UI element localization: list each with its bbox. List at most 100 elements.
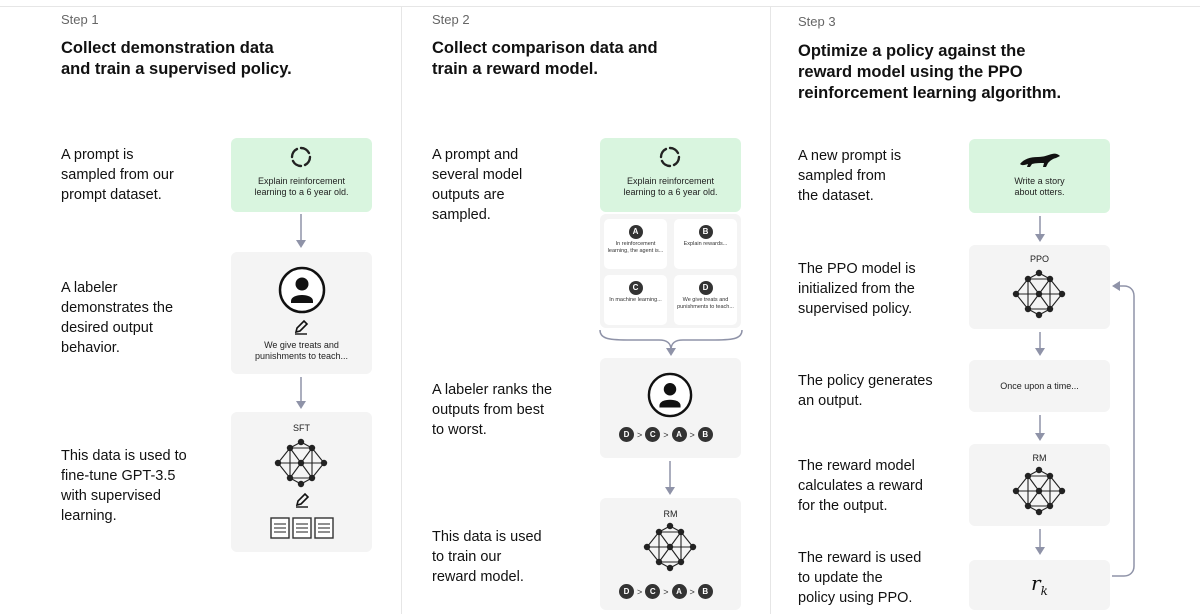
desc-line: learning. — [61, 508, 117, 524]
step1-title-line: and train a supervised policy. — [61, 60, 292, 78]
ranking-row: D> C> A> B — [619, 427, 713, 442]
rank-badge: A — [671, 584, 687, 599]
step3-title-line: reward model using the PPO — [798, 63, 1023, 81]
output-line: We give treats and — [264, 340, 339, 350]
step2-desc-train: This data is used to train our reward mo… — [432, 527, 542, 587]
feedback-loop-arrow — [1112, 281, 1135, 577]
refresh-dotted-icon — [290, 146, 312, 168]
desc-line: to update the — [798, 570, 883, 586]
step2-label: Step 2 — [432, 12, 470, 27]
prompt-line: about otters. — [1014, 187, 1065, 197]
desc-line: A prompt is — [61, 147, 134, 163]
step3-output-text: Once upon a time... — [1000, 381, 1079, 391]
step1-desc-prompt: A prompt is sampled from our prompt data… — [61, 145, 174, 205]
rank-badge: D — [619, 427, 634, 442]
desc-line: for the output. — [798, 498, 888, 514]
step2-rm-box: RM D> C> A> B — [600, 498, 741, 610]
desc-line: initialized from the — [798, 281, 915, 297]
rank-badge: C — [645, 584, 661, 599]
step1-title: Collect demonstration data and train a s… — [61, 38, 292, 80]
desc-line: The policy generates — [798, 373, 933, 389]
down-arrow — [296, 214, 306, 248]
step1-prompt-text: Explain reinforcement learning to a 6 ye… — [231, 176, 372, 198]
step2-title-line: train a reward model. — [432, 60, 598, 78]
step2-desc-rank: A labeler ranks the outputs from best to… — [432, 380, 552, 440]
step3-desc-reward: The reward model calculates a reward for… — [798, 456, 923, 516]
prompt-line: learning to a 6 year old. — [623, 187, 718, 197]
step1-title-line: Collect demonstration data — [61, 39, 274, 57]
desc-line: outputs are — [432, 187, 505, 203]
step2-prompt-text: Explain reinforcement learning to a 6 ye… — [600, 176, 741, 198]
step3-title-line: Optimize a policy against the — [798, 42, 1026, 60]
output-card: D We give treats and punishments to teac… — [674, 275, 737, 325]
desc-line: supervised policy. — [798, 301, 913, 317]
step2-title-line: Collect comparison data and — [432, 39, 658, 57]
step1-sft-box: SFT — [231, 412, 372, 552]
step3-desc-ppo: The PPO model is initialized from the su… — [798, 259, 916, 319]
desc-line: A prompt and — [432, 147, 519, 163]
output-card: A In reinforcement learning, the agent i… — [604, 219, 667, 269]
step3-reward-box: rk — [969, 560, 1110, 610]
desc-line: A labeler ranks the — [432, 382, 553, 398]
desc-line: A new prompt is — [798, 148, 902, 164]
step1-output-text: We give treats and punishments to teach.… — [231, 340, 372, 362]
neural-network-icon — [1012, 269, 1066, 319]
down-arrow — [1035, 332, 1045, 356]
output-card-text: We give treats and punishments to teach.… — [677, 297, 734, 310]
desc-line: the dataset. — [798, 188, 874, 204]
output-card: C In machine learning... — [604, 275, 667, 325]
step1-desc-finetune: This data is used to fine-tune GPT-3.5 w… — [61, 446, 187, 526]
output-line: punishments to teach... — [254, 351, 349, 361]
desc-line: several model — [432, 167, 523, 183]
desc-line: outputs from best — [432, 402, 545, 418]
step2-outputs-box: A In reinforcement learning, the agent i… — [600, 214, 741, 328]
neural-network-icon — [1012, 466, 1066, 516]
reward-symbol-subscript: k — [1040, 584, 1048, 598]
desc-line: sampled from — [798, 168, 886, 184]
output-card-text: In machine learning... — [609, 297, 662, 303]
column-divider-1 — [401, 6, 402, 614]
output-card-letter: C — [628, 281, 643, 295]
output-card-text: In reinforcement learning, the agent is.… — [607, 241, 664, 254]
down-arrow — [665, 461, 675, 495]
sft-label: SFT — [293, 423, 310, 433]
step3-title: Optimize a policy against the reward mod… — [798, 41, 1061, 104]
down-arrow — [1035, 216, 1045, 242]
greater-than-icon: > — [637, 586, 643, 597]
step3-prompt-text: Write a story about otters. — [969, 176, 1110, 198]
ranking-row: D> C> A> B — [619, 584, 713, 599]
desc-line: The reward is used — [798, 550, 922, 566]
rank-badge: B — [697, 584, 713, 599]
desc-line: behavior. — [61, 340, 120, 356]
desc-line: This data is used to — [61, 448, 187, 464]
step1-label: Step 1 — [61, 12, 99, 27]
step1-prompt-box: Explain reinforcement learning to a 6 ye… — [231, 138, 372, 212]
desc-line: sampled. — [432, 207, 491, 223]
column-divider-2 — [770, 6, 771, 614]
desc-line: A labeler — [61, 280, 118, 296]
output-card: B Explain rewards... — [674, 219, 737, 269]
ppo-label: PPO — [1029, 254, 1049, 264]
pencil-icon — [294, 319, 309, 335]
down-arrow — [296, 377, 306, 409]
step2-desc-prompt: A prompt and several model outputs are s… — [432, 145, 522, 225]
rank-badge: B — [697, 427, 713, 442]
prompt-line: Write a story — [1014, 176, 1065, 186]
pencil-icon — [295, 492, 310, 508]
greater-than-icon: > — [637, 429, 643, 440]
reward-symbol-letter: r — [1031, 571, 1041, 595]
top-rule — [0, 0, 1200, 7]
step3-desc-update: The reward is used to update the policy … — [798, 548, 921, 608]
prompt-line: learning to a 6 year old. — [254, 187, 349, 197]
output-card-letter: D — [698, 281, 713, 295]
desc-line: The reward model — [798, 458, 915, 474]
rank-badge: A — [671, 427, 687, 442]
step2-title: Collect comparison data and train a rewa… — [432, 38, 658, 80]
desc-line: reward model. — [432, 569, 524, 585]
step3-desc-generate: The policy generates an output. — [798, 371, 933, 411]
neural-network-icon — [643, 522, 697, 572]
greater-than-icon: > — [663, 586, 669, 597]
step3-label: Step 3 — [798, 14, 836, 29]
step3-rm-box: RM — [969, 444, 1110, 526]
step1-desc-labeler: A labeler demonstrates the desired outpu… — [61, 278, 173, 358]
